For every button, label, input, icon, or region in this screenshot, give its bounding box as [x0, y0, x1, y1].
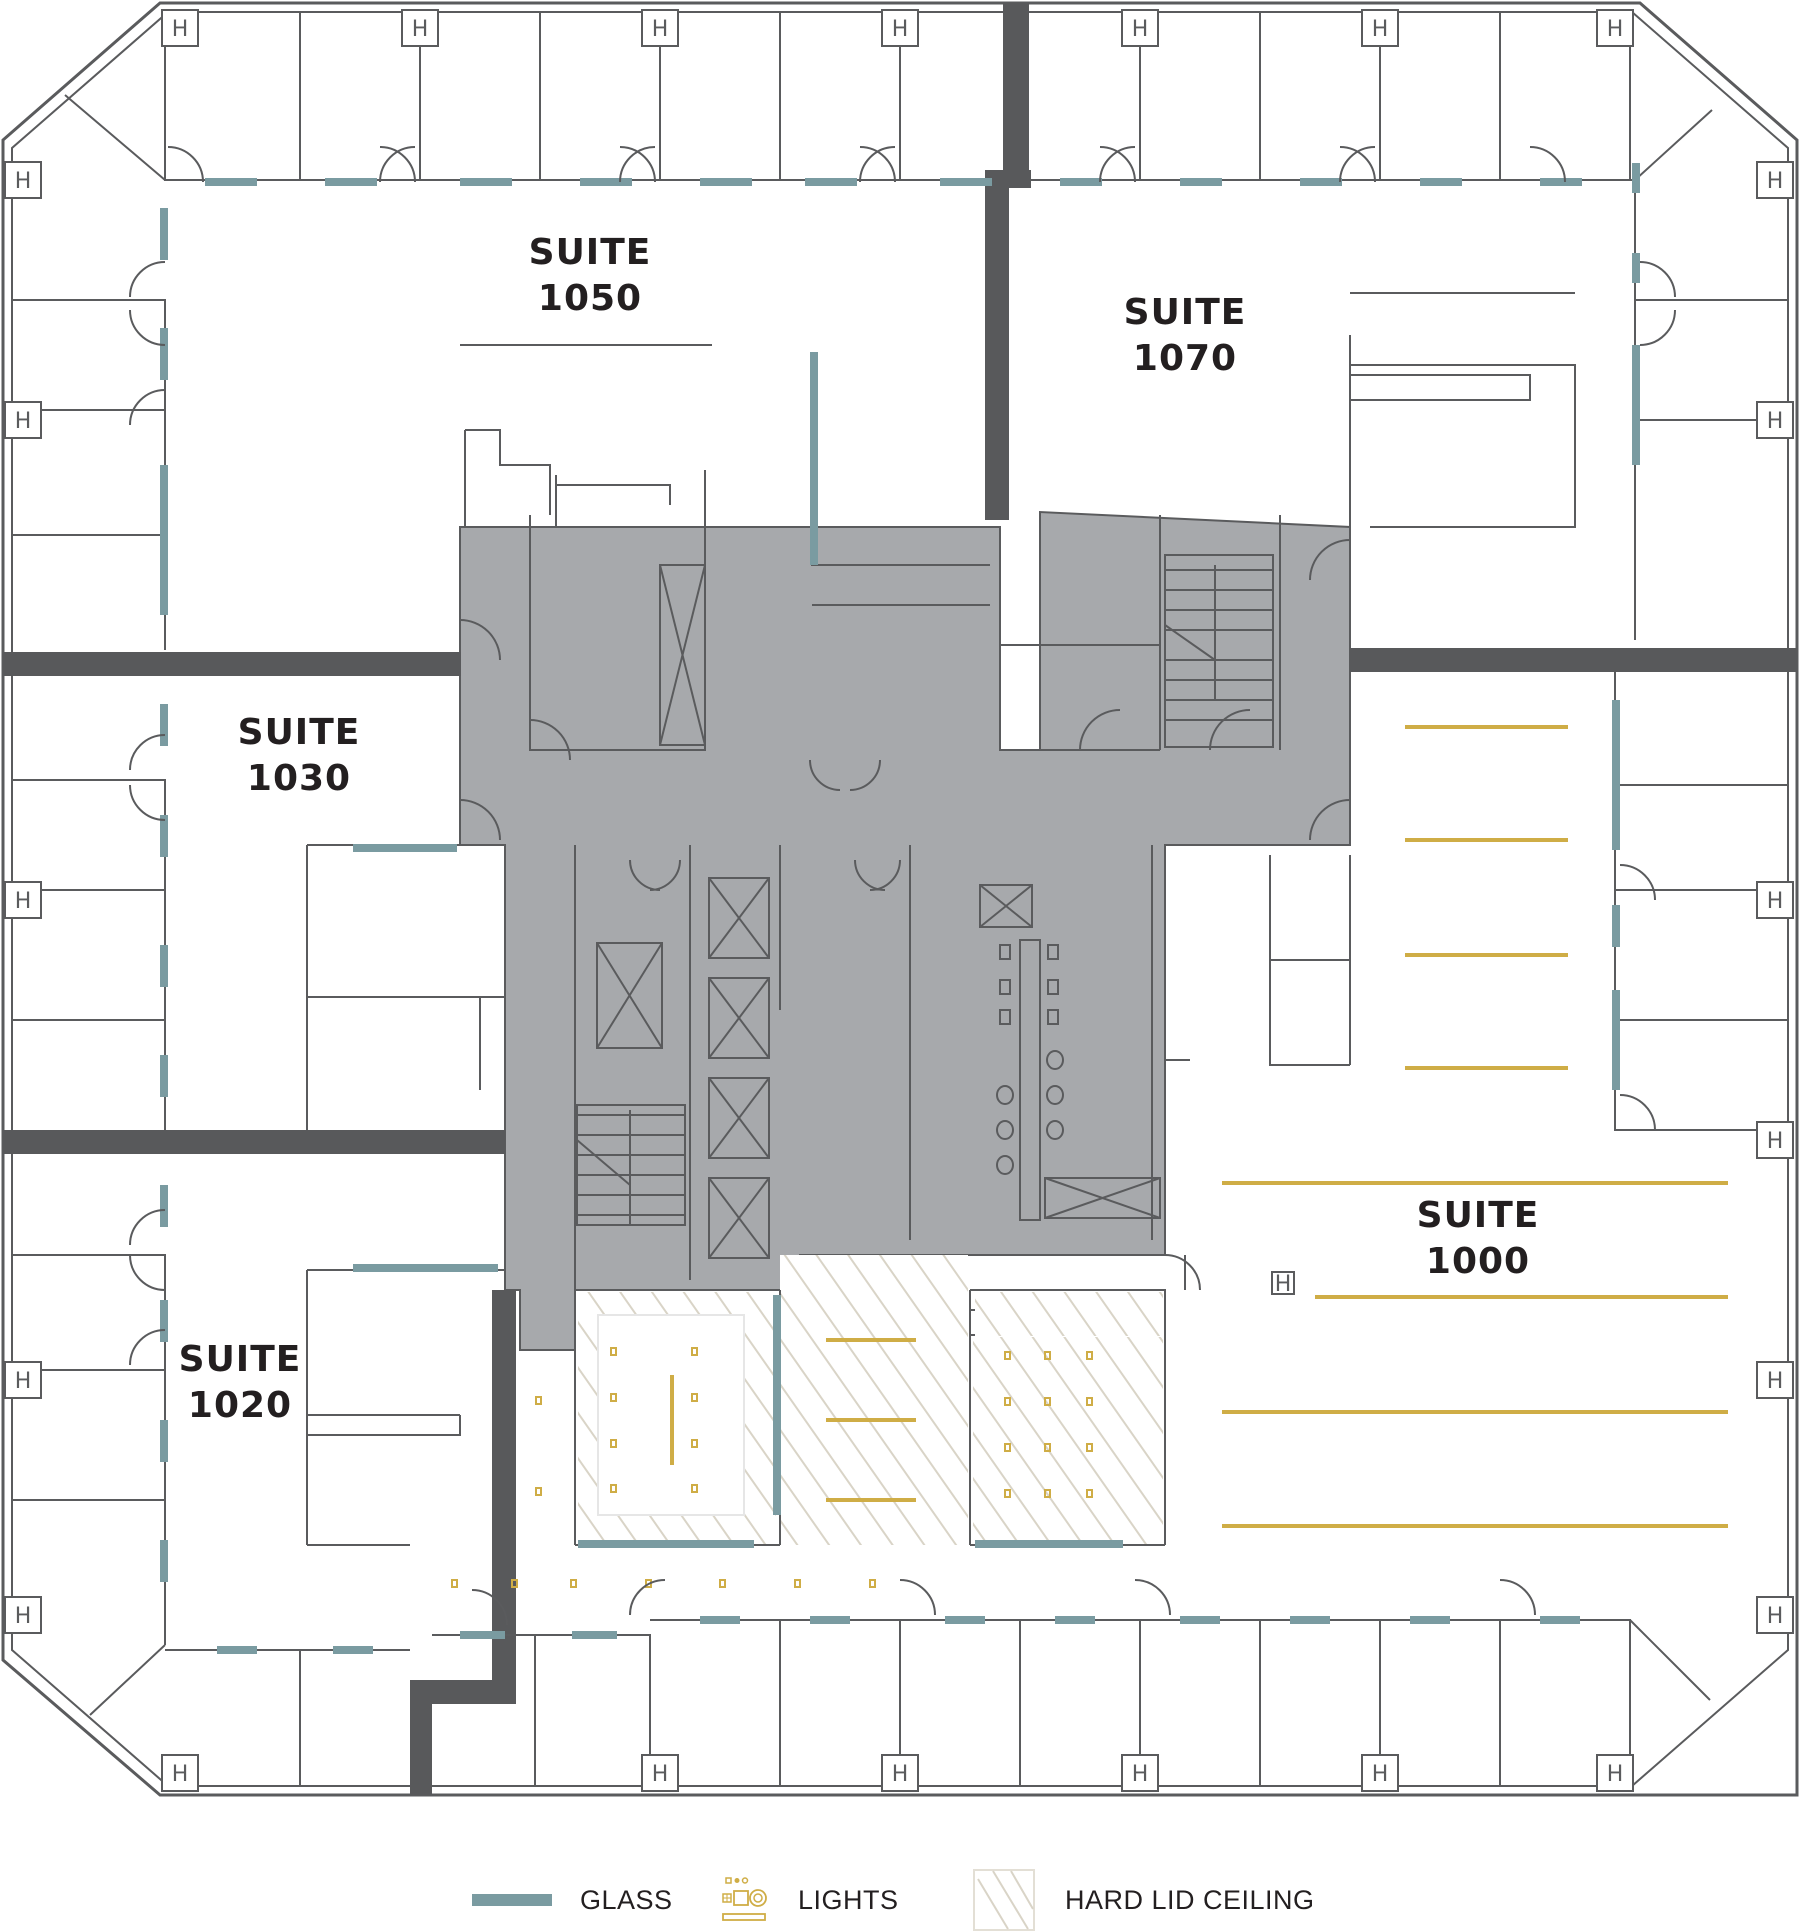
suite-word: SUITE [237, 712, 361, 753]
column-marker: H [1121, 1754, 1159, 1792]
column-marker: H [1756, 1596, 1794, 1634]
column-marker: H [401, 9, 439, 47]
doors [129, 146, 1676, 1626]
light-fixtures [451, 725, 1728, 1588]
svg-text:H: H [1372, 17, 1389, 42]
column-marker: H [4, 1361, 42, 1399]
suite-word: SUITE [1123, 292, 1247, 333]
column-marker: H [881, 1754, 919, 1792]
column-marker: H [161, 1754, 199, 1792]
svg-text:H: H [1767, 1604, 1784, 1629]
stairwell-south [576, 1104, 686, 1226]
svg-text:H: H [1767, 1129, 1784, 1154]
suite-number: 1030 [246, 758, 352, 799]
column-marker: H [1361, 9, 1399, 47]
svg-text:H: H [1607, 1762, 1624, 1787]
legend: GLASS LIGHTS HARD LID CEILING [0, 1869, 1800, 1931]
legend-label: LIGHTS [798, 1884, 899, 1915]
hatch-swatch-icon [973, 1869, 1035, 1931]
column-marker: H [1756, 1361, 1794, 1399]
column-marker: H [641, 1754, 679, 1792]
suite-1050-label: SUITE 1050 [500, 230, 680, 322]
column-marker: H [1361, 1754, 1399, 1792]
svg-text:H: H [1275, 1272, 1292, 1297]
svg-text:H: H [15, 409, 32, 434]
column-marker: H [1121, 9, 1159, 47]
structural-columns: H H H H H H H H H H H H H H H H H H H H … [4, 9, 1794, 1792]
legend-label: HARD LID CEILING [1065, 1884, 1315, 1915]
svg-text:H: H [412, 17, 429, 42]
svg-text:H: H [652, 17, 669, 42]
legend-item-lights: LIGHTS [722, 1870, 899, 1930]
glass-walls [160, 163, 1640, 1654]
column-marker: H [1271, 1271, 1295, 1297]
column-marker: H [4, 1596, 42, 1634]
building-core [459, 510, 1351, 1351]
suite-number: 1000 [1425, 1241, 1531, 1282]
svg-text:H: H [1767, 169, 1784, 194]
svg-text:H: H [652, 1762, 669, 1787]
suite-1000-label: SUITE 1000 [1388, 1193, 1568, 1285]
column-marker: H [4, 161, 42, 199]
svg-text:H: H [1767, 409, 1784, 434]
column-marker: H [881, 9, 919, 47]
svg-text:H: H [892, 1762, 909, 1787]
stairwell-north [1164, 554, 1274, 748]
column-marker: H [1596, 9, 1634, 47]
svg-text:H: H [15, 1604, 32, 1629]
svg-text:H: H [15, 169, 32, 194]
glass-swatch-icon [472, 1894, 552, 1906]
svg-text:H: H [1767, 889, 1784, 914]
suite-number: 1050 [537, 278, 643, 319]
suite-word: SUITE [178, 1339, 302, 1380]
column-marker: H [161, 9, 199, 47]
hard-lid-ceiling-areas [574, 1255, 1166, 1545]
elevator-shafts [596, 564, 1161, 1259]
restrooms [996, 939, 1064, 1221]
suite-1020-label: SUITE 1020 [150, 1337, 330, 1429]
column-marker: H [4, 881, 42, 919]
floor-plan: H H H H H H H H H H H H H H H H H H H H … [1, 1, 1799, 1797]
column-marker: H [1756, 881, 1794, 919]
column-marker: H [1756, 161, 1794, 199]
svg-text:H: H [15, 889, 32, 914]
column-marker: H [1756, 1121, 1794, 1159]
suite-word: SUITE [528, 232, 652, 273]
svg-text:H: H [15, 1369, 32, 1394]
column-marker: H [4, 401, 42, 439]
column-marker: H [1596, 1754, 1634, 1792]
suite-number: 1020 [187, 1385, 293, 1426]
svg-text:H: H [1767, 1369, 1784, 1394]
svg-text:H: H [1372, 1762, 1389, 1787]
legend-item-glass: GLASS [472, 1870, 673, 1930]
svg-text:H: H [1132, 17, 1149, 42]
column-marker: H [1756, 401, 1794, 439]
svg-text:H: H [892, 17, 909, 42]
svg-text:H: H [1607, 17, 1624, 42]
column-marker: H [641, 9, 679, 47]
suite-1070-label: SUITE 1070 [1095, 290, 1275, 382]
suite-1030-label: SUITE 1030 [209, 710, 389, 802]
svg-text:H: H [172, 1762, 189, 1787]
suite-word: SUITE [1416, 1195, 1540, 1236]
suite-number: 1070 [1132, 338, 1238, 379]
legend-label: GLASS [580, 1884, 673, 1915]
svg-text:H: H [1132, 1762, 1149, 1787]
svg-text:H: H [172, 17, 189, 42]
legend-item-hard-lid-ceiling: HARD LID CEILING [973, 1869, 1315, 1931]
lights-icon [722, 1877, 767, 1921]
